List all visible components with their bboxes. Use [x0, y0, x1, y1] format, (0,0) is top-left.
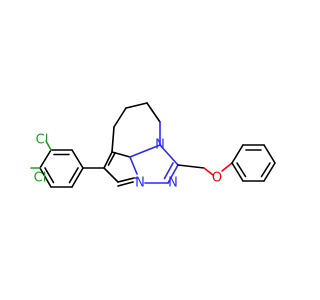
dichlorophenyl-ring — [39, 149, 84, 188]
pyrrolotriazole-core: N N N — [103, 102, 179, 191]
bond — [263, 162, 276, 182]
bond — [103, 151, 113, 169]
bond-n — [129, 156, 138, 175]
bond — [39, 149, 52, 169]
bond — [111, 126, 115, 153]
n-bridge-label: N — [135, 176, 145, 191]
bond — [103, 167, 119, 183]
bond — [177, 164, 205, 169]
bond-n — [129, 144, 161, 158]
bond-double — [44, 167, 55, 184]
bond-o — [221, 162, 233, 172]
bond-double — [107, 152, 116, 166]
phenoxymethyl-group: O — [177, 144, 276, 186]
n-ring-label: N — [155, 138, 165, 153]
bond — [39, 167, 52, 188]
o-ether-label: O — [212, 171, 222, 186]
bond-double — [236, 162, 247, 178]
chloro-substituents: Cl Cl — [30, 133, 52, 186]
bond — [231, 162, 244, 182]
bond-n — [163, 162, 174, 180]
bond — [111, 151, 131, 158]
bond — [71, 149, 84, 169]
bond — [71, 167, 84, 188]
bond — [263, 144, 276, 164]
bond — [117, 177, 135, 183]
n-imine-label: N — [168, 176, 178, 191]
bond-n — [167, 164, 179, 184]
bond-cl — [45, 140, 52, 151]
bond — [231, 144, 244, 164]
bond-o — [203, 167, 214, 176]
bond-double — [260, 162, 271, 178]
bond-double — [117, 181, 134, 187]
bond — [146, 102, 161, 123]
cl-upper-label: Cl — [36, 133, 49, 148]
molecule-structure-diagram: Cl Cl N N N O — [30, 102, 276, 191]
bond-double — [68, 167, 79, 184]
cl-lower-label: Cl — [34, 171, 47, 186]
bond — [113, 107, 127, 128]
bond-n — [159, 144, 179, 166]
bond — [125, 102, 148, 109]
